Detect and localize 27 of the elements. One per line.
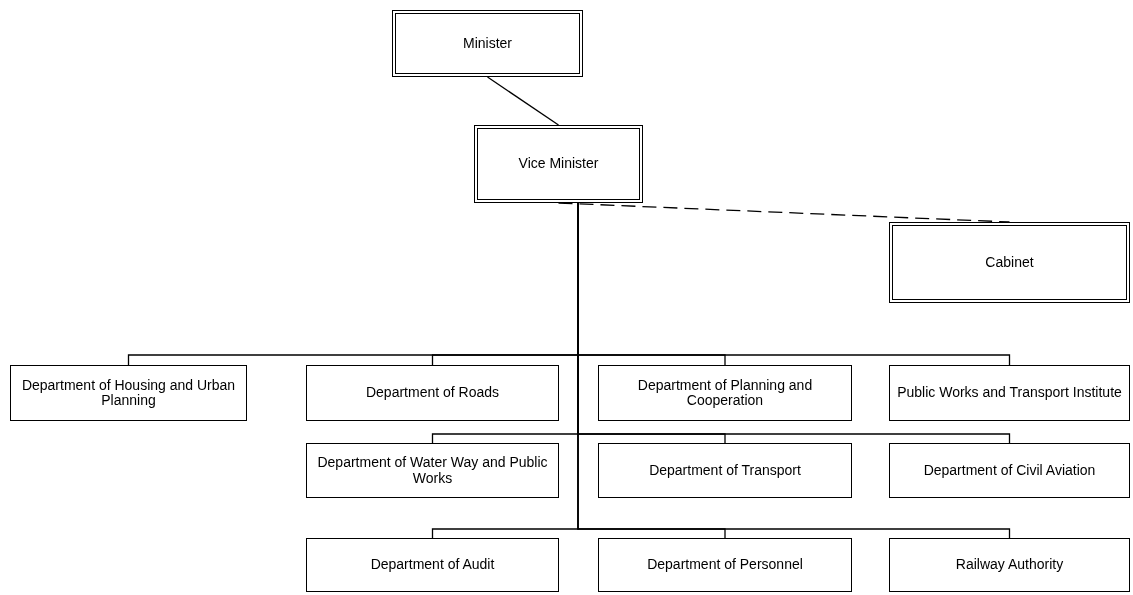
box-label: Railway Authority bbox=[954, 557, 1065, 573]
connector-line bbox=[486, 76, 560, 126]
box-label: Vice Minister bbox=[517, 156, 600, 172]
department-box bbox=[598, 538, 852, 592]
double-border-box bbox=[392, 10, 583, 77]
department-box bbox=[598, 443, 852, 498]
box-label: Department of Personnel bbox=[646, 557, 804, 573]
department-box bbox=[598, 365, 852, 421]
box-label: Department of Planning and Cooperation bbox=[636, 377, 814, 409]
department-box bbox=[306, 365, 559, 421]
department-box bbox=[306, 443, 559, 498]
department-box bbox=[10, 365, 247, 421]
box-label: Department of Roads bbox=[364, 385, 501, 401]
department-box bbox=[889, 443, 1130, 498]
double-border-box bbox=[474, 125, 643, 203]
department-box bbox=[889, 538, 1130, 592]
box-label: Department of Transport bbox=[648, 462, 802, 479]
department-box bbox=[306, 538, 559, 592]
box-label: Department of Audit bbox=[369, 557, 496, 573]
box-label: Public Works and Transport Institute bbox=[896, 385, 1123, 401]
box-label: Cabinet bbox=[984, 254, 1035, 271]
double-border-box bbox=[889, 222, 1130, 303]
box-label: Department of Water Way and Public Works bbox=[316, 455, 549, 486]
box-label: Minister bbox=[462, 35, 513, 52]
box-label: Department of Housing and Urban Planning bbox=[20, 377, 237, 409]
department-box bbox=[889, 365, 1130, 421]
box-label: Department of Civil Aviation bbox=[922, 462, 1097, 479]
